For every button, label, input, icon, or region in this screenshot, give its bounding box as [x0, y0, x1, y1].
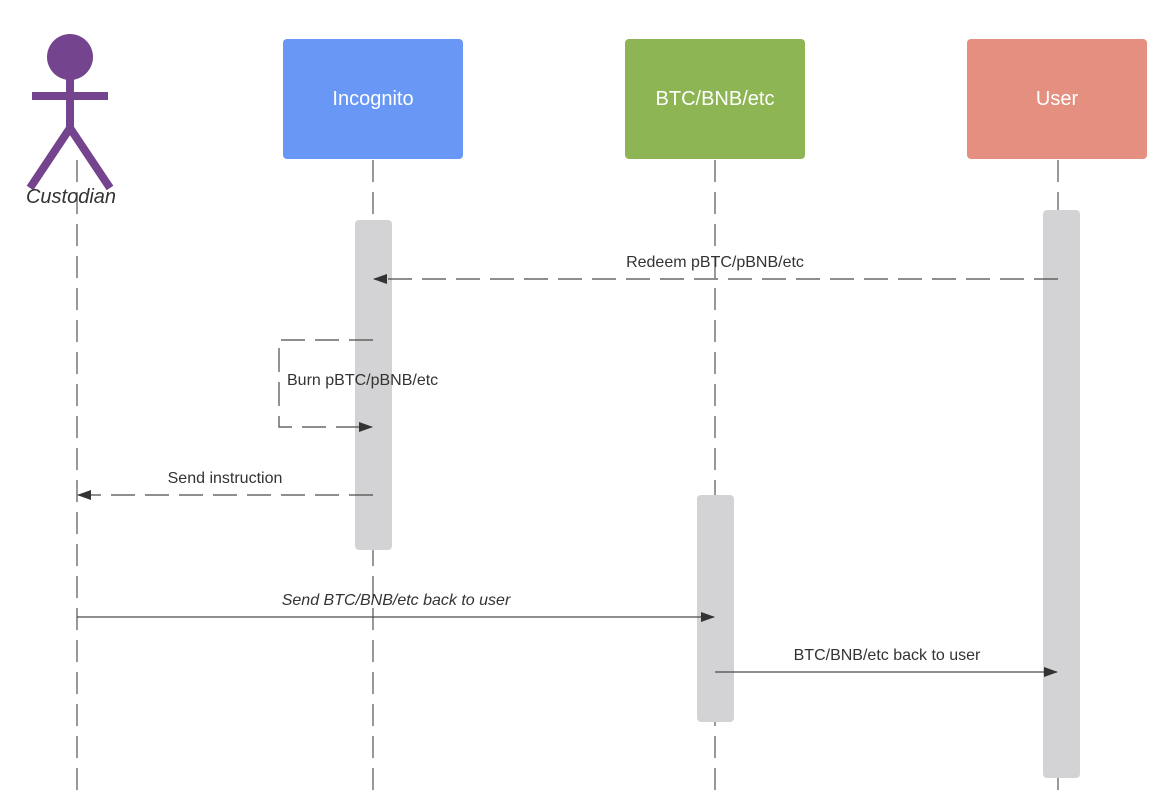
participant-btc-label: BTC/BNB/etc — [655, 87, 775, 110]
activation-bar-incognito — [355, 220, 392, 550]
actor-label-custodian: Custodian — [25, 186, 117, 208]
arrow-burn — [278, 339, 373, 432]
participant-incognito: Incognito — [283, 39, 463, 159]
stick-figure-icon — [26, 34, 114, 191]
activation-bar-user — [1043, 210, 1080, 778]
participant-btc: BTC/BNB/etc — [625, 39, 805, 159]
message-label-btc-back: BTC/BNB/etc back to user — [793, 647, 981, 664]
participant-user: User — [967, 39, 1147, 159]
participant-incognito-label: Incognito — [332, 87, 414, 110]
message-label-send-btc: Send BTC/BNB/etc back to user — [281, 592, 511, 609]
participant-user-label: User — [1035, 87, 1079, 110]
message-label-burn: Burn pBTC/pBNB/etc — [287, 372, 439, 389]
activation-bar-btc — [697, 495, 734, 722]
message-label-redeem: Redeem pBTC/pBNB/etc — [626, 254, 804, 271]
message-label-send-instruction: Send instruction — [167, 470, 283, 487]
